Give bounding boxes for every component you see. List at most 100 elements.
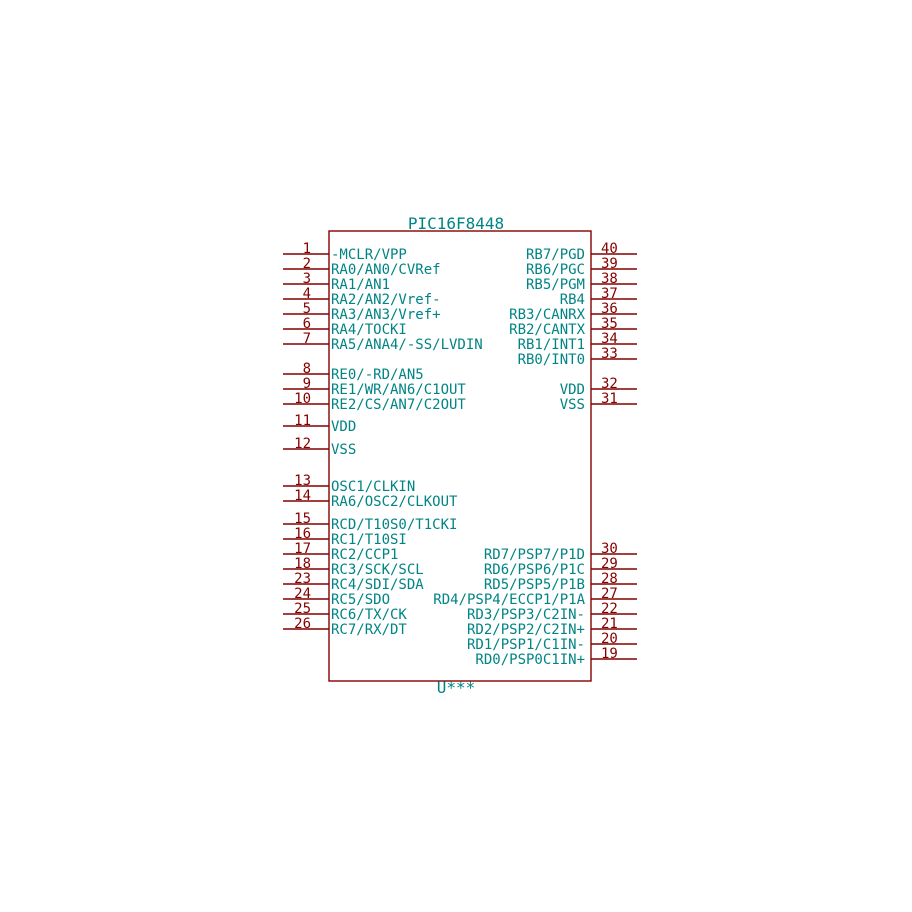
pin-name: RE1/WR/AN6/C1OUT (331, 382, 466, 398)
pin-name: RC5/SDO (331, 592, 390, 608)
pin: 14 RA6/OSC2/CLKOUT (283, 488, 458, 510)
pin-number: 39 (601, 256, 618, 272)
pin-name: RA5/ANA4/-SS/LVDIN (331, 337, 483, 353)
pin-name: RA0/AN0/CVRef (331, 262, 441, 278)
pin-name: RCD/T10S0/T1CKI (331, 517, 457, 533)
pin-number: 13 (294, 473, 311, 489)
pin-name: RE2/CS/AN7/C2OUT (331, 397, 466, 413)
pin: 36 RB3/CANRX (509, 301, 637, 323)
pin-name: RB7/PGD (526, 247, 585, 263)
pin: 38 RB5/PGM (526, 271, 637, 293)
pin-name: VSS (560, 397, 585, 413)
pin-number: 2 (303, 256, 311, 272)
pin-number: 18 (294, 556, 311, 572)
pin-name: RD0/PSP0C1IN+ (475, 652, 585, 668)
pin: 28 RD5/PSP5/P1B (484, 571, 637, 593)
component-reference-label: U*** (437, 678, 476, 697)
pin-name: RD4/PSP4/ECCP1/P1A (433, 592, 585, 608)
pin-name: RD2/PSP2/C2IN+ (467, 622, 585, 638)
pin-number: 27 (601, 586, 618, 602)
pin: 27 RD4/PSP4/ECCP1/P1A (433, 586, 637, 608)
pin-number: 28 (601, 571, 618, 587)
pin-number: 40 (601, 241, 618, 257)
pin-name: RC6/TX/CK (331, 607, 407, 623)
pin-number: 16 (294, 526, 311, 542)
pin-number: 22 (601, 601, 618, 617)
pin-number: 14 (294, 488, 311, 504)
pin-number: 38 (601, 271, 618, 287)
pin-number: 6 (303, 316, 311, 332)
pin-name: RC1/T10SI (331, 532, 407, 548)
pin: 37 RB4 (560, 286, 637, 308)
pin-number: 5 (303, 301, 311, 317)
pin-number: 33 (601, 346, 618, 362)
pin-name: RB3/CANRX (509, 307, 585, 323)
pin-number: 15 (294, 511, 311, 527)
pin-number: 36 (601, 301, 618, 317)
pin-name: RC3/SCK/SCL (331, 562, 424, 578)
pin-name: RD5/PSP5/P1B (484, 577, 585, 593)
pin-number: 3 (303, 271, 311, 287)
pin-number: 24 (294, 586, 311, 602)
pin-name: RA3/AN3/Vref+ (331, 307, 441, 323)
pin-number: 31 (601, 391, 618, 407)
pin-name: RB1/INT1 (518, 337, 585, 353)
pin-name: RC7/RX/DT (331, 622, 407, 638)
pin: 15 RCD/T10S0/T1CKI (283, 511, 457, 533)
pin: 3 RA1/AN1 (283, 271, 390, 293)
pin-number: 12 (294, 436, 311, 452)
component-value-label: PIC16F8448 (408, 214, 504, 233)
pin-number: 9 (303, 376, 311, 392)
pin: 40 RB7/PGD (526, 241, 637, 263)
pin-number: 32 (601, 376, 618, 392)
pin: 11 VDD (283, 413, 356, 435)
pin-name: VDD (331, 419, 356, 435)
pin-name: RA1/AN1 (331, 277, 390, 293)
pin-name: RB2/CANTX (509, 322, 585, 338)
pin-name: RB5/PGM (526, 277, 585, 293)
pin-name: RD3/PSP3/C2IN- (467, 607, 585, 623)
pin: 6 RA4/TOCKI (283, 316, 407, 338)
pin-number: 11 (294, 413, 311, 429)
pin-name: RA4/TOCKI (331, 322, 407, 338)
pin-number: 4 (303, 286, 311, 302)
pin: 5 RA3/AN3/Vref+ (283, 301, 441, 323)
pin-number: 23 (294, 571, 311, 587)
pin: 26 RC7/RX/DT (283, 616, 407, 638)
pin: 29 RD6/PSP6/P1C (484, 556, 637, 578)
pin-number: 25 (294, 601, 311, 617)
pin-number: 26 (294, 616, 311, 632)
pin: 22 RD3/PSP3/C2IN- (467, 601, 637, 623)
pin-number: 37 (601, 286, 618, 302)
pin: 16 RC1/T10SI (283, 526, 407, 548)
pin-name: -MCLR/VPP (331, 247, 407, 263)
pin-name: RD1/PSP1/C1IN- (467, 637, 585, 653)
pin-name: VSS (331, 442, 356, 458)
pin-name: OSC1/CLKIN (331, 479, 415, 495)
pin: 1-MCLR/VPP (283, 241, 407, 263)
pin-name: RA6/OSC2/CLKOUT (331, 494, 458, 510)
pin-name: RB4 (560, 292, 585, 308)
pin-number: 29 (601, 556, 618, 572)
pin: 12 VSS (283, 436, 356, 458)
pin: 13 OSC1/CLKIN (283, 473, 415, 495)
pin-number: 30 (601, 541, 618, 557)
right-pin-group: 40RB7/PGD39RB6/PGC38RB5/PGM37RB436RB3/CA… (433, 241, 637, 668)
pin: 2 RA0/AN0/CVRef (283, 256, 441, 278)
pin: 32 VDD (560, 376, 637, 398)
pin-name: RD6/PSP6/P1C (484, 562, 585, 578)
pin: 9 RE1/WR/AN6/C1OUT (283, 376, 466, 398)
pin-number: 35 (601, 316, 618, 332)
pin-name: VDD (560, 382, 585, 398)
